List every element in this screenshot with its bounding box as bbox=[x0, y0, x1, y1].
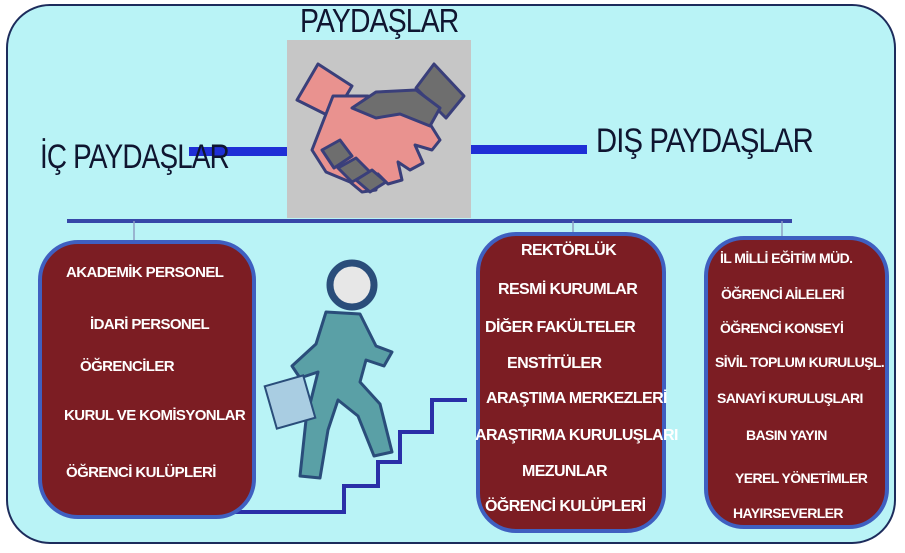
list-item: HAYIRSEVERLER bbox=[733, 505, 844, 521]
list-item: ÖĞRENCİ KONSEYİ bbox=[720, 320, 844, 336]
list-item: RESMİ KURUMLAR bbox=[498, 281, 638, 298]
external-stakeholders-box-2 bbox=[704, 236, 889, 529]
stairs bbox=[216, 398, 467, 514]
briefcase bbox=[263, 374, 317, 430]
page-title: PAYDAŞLAR bbox=[300, 2, 459, 39]
list-item: AKADEMİK PERSONEL bbox=[66, 264, 224, 281]
list-item: ÖĞRENCİ KULÜPLERİ bbox=[485, 498, 646, 515]
external-stakeholders-box-1 bbox=[476, 232, 666, 533]
list-item: YEREL YÖNETİMLER bbox=[735, 470, 868, 486]
list-item: REKTÖRLÜK bbox=[521, 242, 617, 259]
list-item: DİĞER FAKÜLTELER bbox=[485, 319, 636, 336]
list-item: ÖĞRENCİ KULÜPLERİ bbox=[66, 464, 216, 481]
external-stakeholders-heading: DIŞ PAYDAŞLAR bbox=[596, 122, 814, 160]
list-item: ENSTİTÜLER bbox=[507, 355, 602, 372]
list-item: SANAYİ KURULUŞLARI bbox=[717, 390, 863, 406]
list-item: İDARİ PERSONEL bbox=[90, 316, 210, 333]
internal-stakeholders-heading: İÇ PAYDAŞLAR bbox=[40, 138, 230, 176]
list-item: ARAŞTIRMA KURULUŞLARI bbox=[475, 427, 678, 444]
list-item: MEZUNLAR bbox=[522, 463, 608, 480]
list-item: BASIN YAYIN bbox=[746, 427, 827, 443]
list-item: ÖĞRENCİLER bbox=[80, 358, 175, 375]
list-item: ÖĞRENCİ AİLELERİ bbox=[721, 286, 844, 302]
internal-stakeholders-box bbox=[38, 240, 256, 519]
list-item: ARAŞTIMA MERKEZLERİ bbox=[486, 390, 667, 407]
list-item: İL MİLLİ EĞİTİM MÜD. bbox=[720, 250, 853, 266]
list-item: KURUL VE KOMİSYONLAR bbox=[64, 407, 246, 424]
outer-connector bbox=[471, 145, 587, 154]
list-item: SİVİL TOPLUM KURULUŞL. bbox=[715, 354, 885, 370]
inner-connector bbox=[189, 147, 289, 156]
